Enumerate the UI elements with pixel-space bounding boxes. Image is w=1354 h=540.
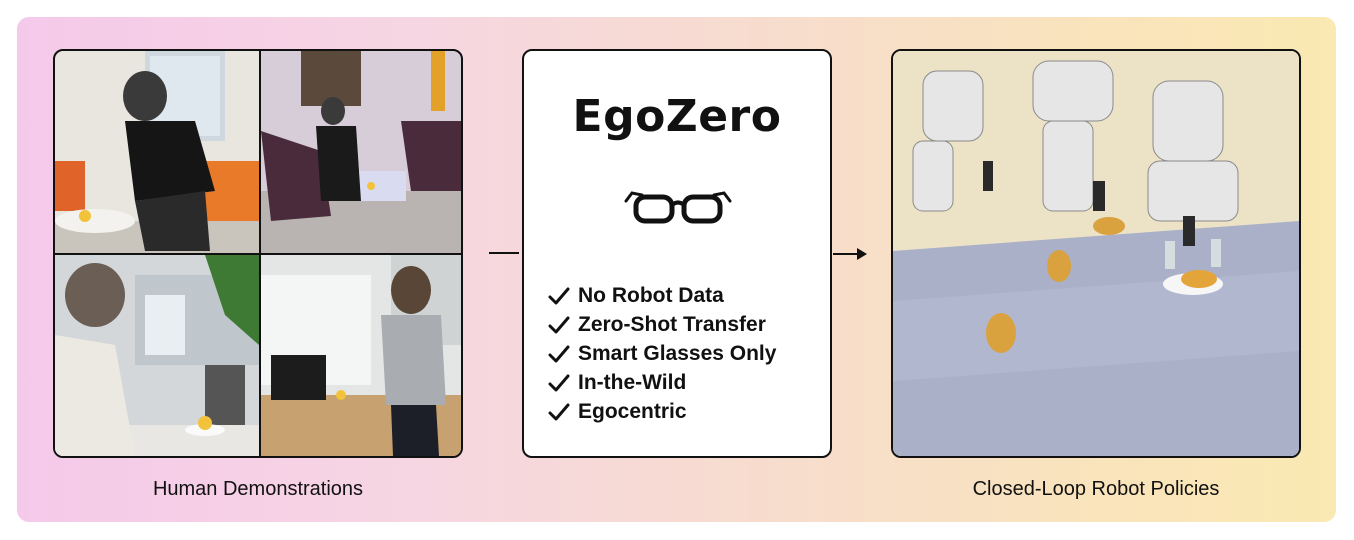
checkmark-icon — [548, 316, 570, 333]
robot-policy-photo — [891, 49, 1301, 458]
feature-label: In-the-Wild — [578, 370, 687, 394]
smart-glasses-icon — [624, 191, 732, 224]
demo-photo-kitchen — [55, 255, 259, 456]
right-arrow-icon — [489, 252, 519, 254]
human-demonstrations-photo-grid — [53, 49, 463, 458]
feature-label: Smart Glasses Only — [578, 341, 777, 365]
right-arrow-icon — [833, 248, 867, 260]
checkmark-icon — [548, 345, 570, 362]
left-caption: Human Demonstrations — [152, 478, 364, 500]
checkmark-icon — [548, 403, 570, 420]
feature-label: Zero-Shot Transfer — [578, 312, 766, 336]
feature-item: Egocentric — [548, 397, 776, 426]
feature-label: Egocentric — [578, 399, 687, 423]
center-title: EgoZero — [572, 91, 782, 142]
right-caption: Closed-Loop Robot Policies — [972, 478, 1220, 500]
demo-photo-lab-desk — [261, 255, 461, 456]
demo-photo-lounge — [261, 51, 461, 253]
checkmark-icon — [548, 287, 570, 304]
checkmark-icon — [548, 374, 570, 391]
egozero-summary-card: EgoZero No Robot Data Zero-Shot Transfer… — [522, 49, 832, 458]
demo-photo-office-table — [55, 51, 259, 253]
feature-item: In-the-Wild — [548, 368, 776, 397]
feature-label: No Robot Data — [578, 283, 724, 307]
feature-item: Smart Glasses Only — [548, 339, 776, 368]
feature-item: No Robot Data — [548, 281, 776, 310]
feature-list: No Robot Data Zero-Shot Transfer Smart G… — [548, 281, 776, 426]
feature-item: Zero-Shot Transfer — [548, 310, 776, 339]
